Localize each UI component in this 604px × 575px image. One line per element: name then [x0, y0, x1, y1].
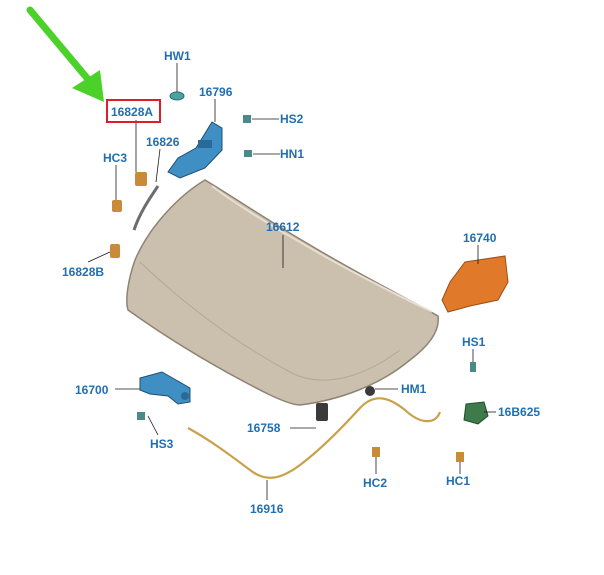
pointer-arrow: [26, 6, 104, 102]
label-hw1: HW1: [164, 49, 191, 63]
bumper-part: [316, 403, 328, 421]
cable-clip-parts: [372, 447, 464, 462]
hinge-lower-part: [139, 371, 191, 405]
label-16826: 16826: [146, 135, 180, 149]
label-hn1: HN1: [280, 147, 304, 161]
fastener-parts: [110, 91, 476, 420]
label-hc2: HC2: [363, 476, 387, 490]
hinge-upper-part: [167, 121, 223, 179]
label-16740: 16740: [463, 231, 497, 245]
prop-rod-part: [132, 185, 160, 231]
label-16796: 16796: [199, 85, 233, 99]
label-16b625: 16B625: [498, 405, 540, 419]
label-16758: 16758: [247, 421, 281, 435]
label-16828b: 16828B: [62, 265, 104, 279]
label-16700: 16700: [75, 383, 109, 397]
leader-lines: [87, 63, 496, 500]
label-hm1: HM1: [401, 382, 427, 396]
label-16828a: 16828A: [111, 105, 153, 119]
label-hs3: HS3: [150, 437, 174, 451]
hood-panel: [126, 179, 439, 406]
label-16612: 16612: [266, 220, 300, 234]
label-hs1: HS1: [462, 335, 486, 349]
insulator-part: [441, 255, 509, 313]
label-hc1: HC1: [446, 474, 470, 488]
highlight-box: [106, 99, 161, 123]
label-hc3: HC3: [103, 151, 127, 165]
label-hs2: HS2: [280, 112, 304, 126]
latch-part: [463, 401, 489, 425]
release-cable-part: [187, 397, 442, 479]
label-16916: 16916: [250, 502, 284, 516]
